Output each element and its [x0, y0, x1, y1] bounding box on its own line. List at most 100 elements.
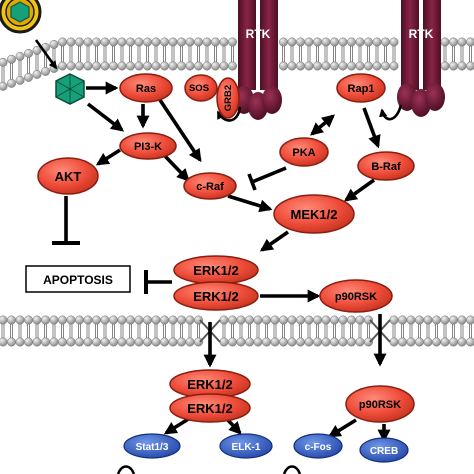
lipid-head — [338, 61, 348, 71]
lipid-head — [219, 337, 229, 347]
mek-to-erk-arrow — [259, 230, 290, 252]
lipid-head — [75, 315, 84, 325]
lipid-head — [75, 61, 84, 71]
elk1-node: ELK-1 — [219, 433, 273, 459]
lipid-tail — [333, 46, 336, 62]
lipid-head — [406, 337, 416, 347]
lipid-head — [287, 337, 297, 347]
lipid-head — [177, 61, 186, 71]
lipid-head — [66, 337, 76, 347]
lipid-head — [457, 315, 467, 325]
lipid-head — [66, 315, 76, 325]
lipid-tail — [10, 324, 13, 338]
lipid-tail — [443, 46, 447, 62]
lipid-head — [15, 51, 25, 61]
lipid-head — [270, 337, 280, 347]
lipid-head — [32, 337, 42, 347]
lipid-head — [355, 61, 365, 71]
lipid-head — [440, 37, 450, 47]
lipid-tail — [350, 324, 353, 338]
rtk-to-grb2-arrow — [216, 106, 242, 122]
lipid-tail — [231, 324, 234, 338]
lipid-tail — [120, 324, 124, 338]
lipid-tail — [418, 324, 421, 338]
lipid-head — [117, 315, 127, 325]
lipid-head — [92, 61, 101, 71]
lipid-head — [109, 37, 118, 47]
nuclear-membrane — [0, 315, 474, 347]
lipid-head — [228, 337, 237, 347]
lipid-head — [279, 37, 288, 47]
lipid-head — [58, 37, 67, 47]
lipid-head — [389, 337, 399, 347]
lipid-tail — [290, 46, 294, 62]
lipid-head — [253, 315, 263, 325]
lipid-head — [236, 315, 246, 325]
lipid-tail — [61, 324, 64, 338]
lipid-tail — [282, 324, 285, 338]
akt-node: AKT — [37, 157, 99, 195]
lipid-head — [92, 37, 101, 47]
lipid-head — [262, 315, 271, 325]
lipid-head — [296, 61, 305, 71]
lipid-head — [32, 69, 42, 79]
lipid-tail — [1, 66, 5, 83]
lipid-head — [66, 61, 76, 71]
p90rsk-label: p90RSK — [359, 399, 401, 411]
lipid-tail — [69, 46, 73, 62]
lipid-head — [41, 66, 50, 76]
lipid-head — [143, 37, 152, 47]
lipid-head — [304, 37, 314, 47]
lipid-tail — [52, 48, 56, 65]
lipid-head — [457, 37, 467, 47]
lipid-head — [279, 61, 288, 71]
receptor-tyrosine-kinase-icon: RTK — [234, 0, 282, 120]
lipid-head — [160, 337, 169, 347]
cfos-label: c-Fos — [305, 442, 332, 453]
lipid-head — [177, 315, 186, 325]
lipid-tail — [137, 46, 141, 62]
lipid-head — [117, 37, 127, 47]
lipid-tail — [282, 46, 285, 62]
lipid-head — [449, 61, 458, 71]
lipid-tail — [18, 324, 22, 338]
lipid-tail — [86, 46, 90, 62]
lipid-head — [100, 315, 110, 325]
lipid-head — [466, 37, 474, 47]
lipid-head — [296, 315, 305, 325]
lipid-head — [423, 337, 433, 347]
lipid-tail — [103, 324, 107, 338]
lipid-head — [66, 37, 76, 47]
lipid-tail — [120, 46, 124, 62]
lipid-tail — [86, 324, 90, 338]
plasma-membrane — [0, 37, 474, 91]
lipid-head — [423, 315, 433, 325]
lipid-tail — [392, 324, 396, 338]
stat-node: Stat1/3 — [123, 433, 181, 459]
p90rsk-to-cfos-arrow — [327, 418, 357, 438]
braf-node: B-Raf — [357, 151, 415, 181]
lipid-tail — [452, 46, 455, 62]
lipid-tail — [197, 324, 200, 338]
lipid-head — [296, 37, 305, 47]
lipid-tail — [367, 324, 370, 338]
sos-label: SOS — [189, 83, 209, 94]
lipid-tail — [469, 46, 472, 62]
rap1-to-braf-arrow — [362, 107, 381, 149]
lipid-head — [245, 315, 254, 325]
lipid-tail — [409, 324, 413, 338]
lipid-tail — [350, 46, 353, 62]
lipid-head — [0, 337, 8, 347]
lipid-head — [100, 37, 110, 47]
lipid-tail — [324, 46, 328, 62]
erk-to-stat-arrow — [163, 416, 191, 435]
lipid-tail — [188, 324, 192, 338]
lipid-tail — [44, 324, 47, 338]
lipid-head — [0, 315, 8, 325]
erk-label: ERK1/2 — [193, 289, 239, 304]
lipid-head — [92, 337, 101, 347]
lipid-tail — [358, 324, 362, 338]
pka-inhibits-craf — [251, 166, 287, 184]
lipid-head — [117, 337, 127, 347]
dna-strand — [282, 465, 302, 474]
